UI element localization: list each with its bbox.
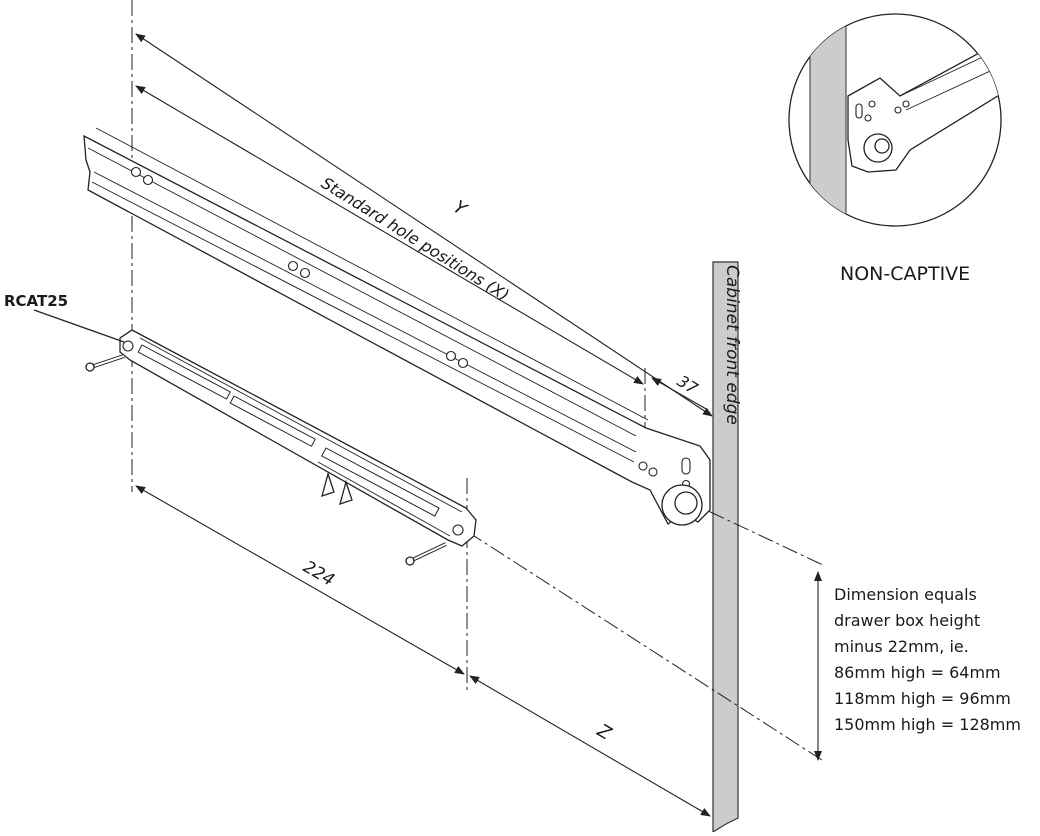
note-line-3: minus 22mm, ie. [834, 637, 969, 656]
dimension-37: 37 [651, 371, 709, 411]
inset-caption: NON-CAPTIVE [840, 263, 970, 285]
drawer-runner [83, 127, 711, 526]
screw-left [85, 354, 125, 372]
cabinet-front-edge-label: Cabinet front edge [722, 265, 742, 425]
dimension-224-label: 224 [300, 557, 338, 591]
note-line-5: 118mm high = 96mm [834, 689, 1011, 708]
screw-right [405, 542, 447, 566]
dimension-z: Z [469, 675, 711, 817]
height-note: Dimension equals drawer box height minus… [834, 585, 1021, 734]
part-code-label: RCAT25 [4, 292, 68, 310]
note-line-6: 150mm high = 128mm [834, 715, 1021, 734]
cabinet-front-panel: Cabinet front edge [712, 261, 742, 834]
dimension-z-label: Z [593, 720, 616, 745]
note-line-4: 86mm high = 64mm [834, 663, 1001, 682]
note-line-2: drawer box height [834, 611, 980, 630]
inset-detail: NON-CAPTIVE [788, 13, 1002, 285]
dimension-y-label: Y [449, 197, 471, 222]
dimension-37-label: 37 [674, 371, 702, 398]
note-line-1: Dimension equals [834, 585, 977, 604]
